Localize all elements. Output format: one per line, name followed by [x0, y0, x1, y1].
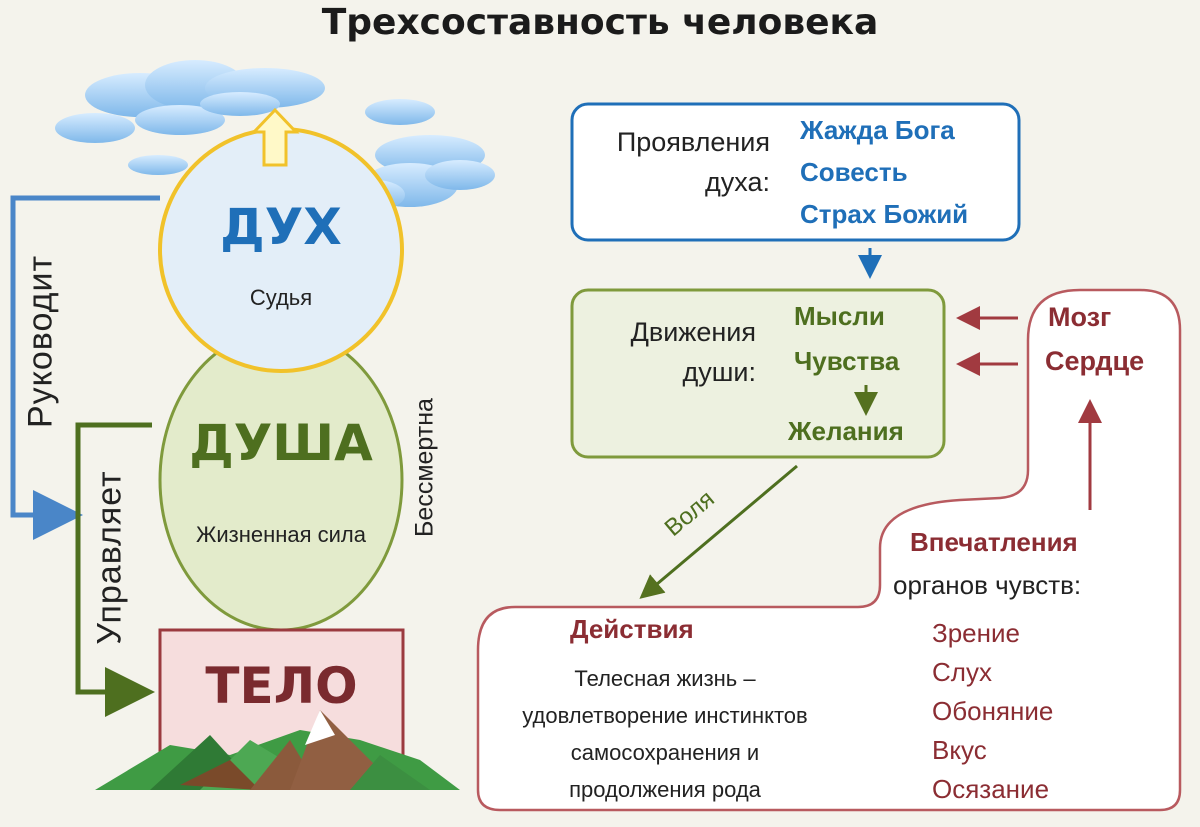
spirit-label: ДУХ	[220, 198, 342, 256]
guides-label: Руководит	[21, 254, 60, 429]
list-item: Чувства	[794, 346, 900, 376]
soul-label: ДУША	[189, 414, 373, 472]
will-arrow	[639, 464, 798, 599]
soul-subtitle: Жизненная сила	[196, 522, 366, 547]
controls-label: Управляет	[90, 470, 129, 645]
soul-movements-box	[570, 288, 946, 459]
list-item: Страх Божий	[800, 199, 969, 229]
body-label: ТЕЛО	[205, 657, 358, 715]
page-title: Трехсоставность человека	[321, 2, 879, 43]
soul-ellipse	[158, 328, 404, 632]
impressions-title: Впечатления	[910, 527, 1078, 557]
spirit-role: Судья	[249, 285, 313, 310]
controls-arrow	[75, 422, 155, 717]
actions-line: Телесная жизнь –	[574, 666, 756, 691]
actions-title: Действия	[570, 614, 694, 644]
actions-description: Телесная жизнь – удовлетворение инстинкт…	[480, 660, 850, 808]
actions-outline	[476, 288, 1182, 812]
actions-line: самосохранения и	[570, 740, 760, 765]
heart-label: Сердце	[1045, 346, 1145, 376]
list-item: Осязание	[932, 774, 1050, 804]
list-item: Зрение	[932, 618, 1020, 648]
list-item: Слух	[932, 657, 992, 687]
actions-line: продолжения рода	[569, 777, 761, 802]
spirit-box-label: Проявления духа:	[616, 127, 770, 197]
mountains-illustration	[95, 710, 460, 790]
immortal-label: Бессмертна	[410, 398, 439, 537]
actions-line: удовлетворение инстинктов	[522, 703, 808, 728]
list-item: Обоняние	[932, 696, 1054, 726]
senses-list: Зрение Слух Обоняние Вкус Осязание	[932, 614, 1053, 809]
list-item: Мысли	[794, 301, 885, 331]
list-item: Желания	[788, 416, 904, 446]
up-arrow-icon	[250, 107, 300, 167]
spirit-manifestations-list: Жажда Бога Совесть Страх Божий	[800, 109, 1010, 235]
list-item: Совесть	[800, 157, 908, 187]
brain-label: Мозг	[1048, 302, 1112, 332]
soul-box-label: Движения души:	[630, 317, 756, 387]
list-item: Жажда Бога	[800, 115, 955, 145]
impressions-subtitle: органов чувств:	[893, 570, 1082, 600]
spirit-manifestations-box	[570, 102, 1021, 242]
list-item: Вкус	[932, 735, 987, 765]
clouds-illustration	[55, 60, 495, 210]
guides-arrow	[10, 195, 160, 540]
